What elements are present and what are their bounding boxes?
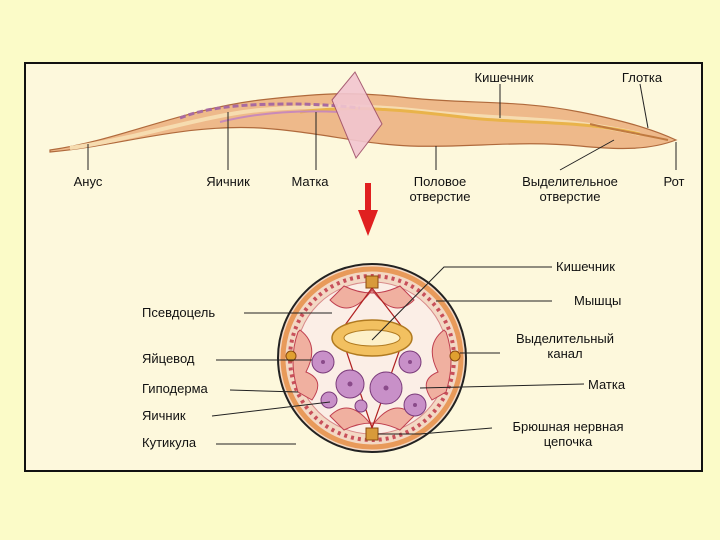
label-excretory-opening: Выделительное отверстие (504, 174, 636, 204)
down-arrow-icon (358, 183, 378, 236)
label-nerve-cord-line1: Брюшная нервная (488, 419, 648, 434)
label-uterus-worm: Матка (280, 174, 340, 189)
label-hypodermis: Гиподерма (142, 381, 208, 396)
label-excretory-opening-line1: Выделительное (504, 174, 636, 189)
label-nerve-cord-line2: цепочка (488, 434, 648, 449)
label-genital-opening-line2: отверстие (396, 189, 484, 204)
label-nerve-cord: Брюшная нервная цепочка (488, 419, 648, 449)
label-mouth: Рот (652, 174, 696, 189)
label-genital-opening-line1: Половое (396, 174, 484, 189)
label-excretory-canal: Выделительный канал (500, 331, 630, 361)
label-genital-opening: Половое отверстие (396, 174, 484, 204)
label-oviduct: Яйцевод (142, 351, 194, 366)
label-excretory-canal-line2: канал (500, 346, 630, 361)
label-anus: Анус (66, 174, 110, 189)
label-pseudocoel: Псевдоцель (142, 305, 215, 320)
cut-plane (332, 72, 382, 158)
label-ovary-worm: Яичник (192, 174, 264, 189)
cross-section (278, 264, 466, 452)
label-intestine-worm: Кишечник (462, 70, 546, 85)
label-cuticle: Кутикула (142, 435, 196, 450)
label-muscles: Мышцы (574, 293, 621, 308)
label-uterus-section: Матка (588, 377, 625, 392)
label-excretory-opening-line2: отверстие (504, 189, 636, 204)
label-pharynx: Глотка (612, 70, 672, 85)
label-ovary-section: Яичник (142, 408, 186, 423)
intestine-section (332, 320, 412, 356)
label-intestine-section: Кишечник (556, 259, 615, 274)
label-excretory-canal-line1: Выделительный (500, 331, 630, 346)
